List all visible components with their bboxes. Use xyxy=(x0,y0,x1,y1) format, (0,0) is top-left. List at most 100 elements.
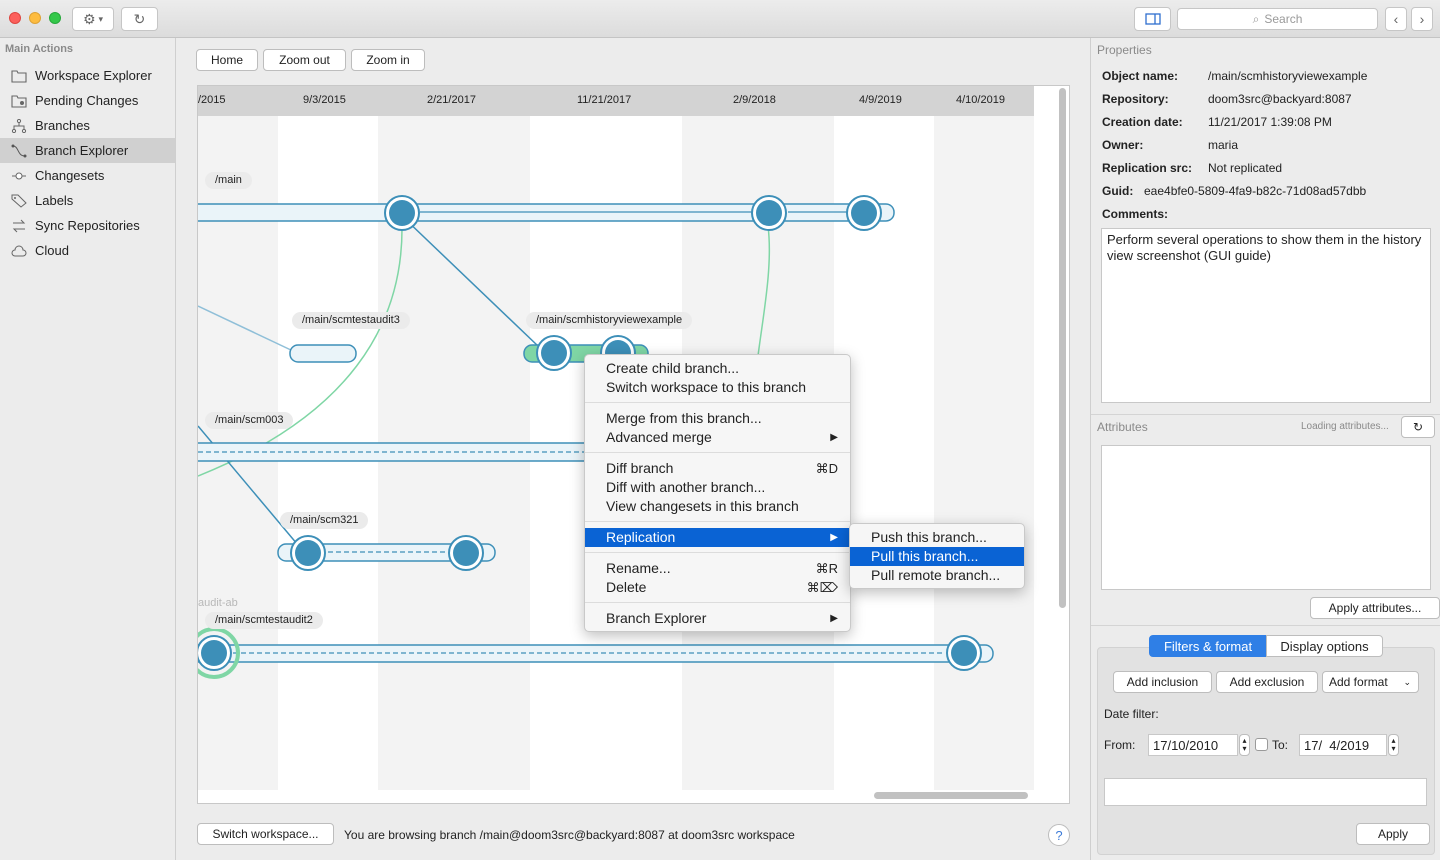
prop-comments: Comments: xyxy=(1102,207,1168,221)
branch-label-scm003[interactable]: /main/scm003 xyxy=(205,412,294,429)
changeset-node[interactable] xyxy=(290,535,326,571)
refresh-button[interactable]: ↻ xyxy=(121,7,158,31)
switch-workspace-button[interactable]: Switch workspace... xyxy=(197,823,334,845)
date-label: 4/10/2019 xyxy=(956,94,1005,106)
prop-creation-date: Creation date:11/21/2017 1:39:08 PM xyxy=(1102,115,1332,129)
branch-context-menu: Create child branch... Switch workspace … xyxy=(584,354,851,632)
horizontal-scrollbar-thumb[interactable] xyxy=(874,792,1028,799)
folder-icon xyxy=(11,69,27,83)
stepper-up-icon: ▴ xyxy=(1242,736,1247,745)
branch-explorer-icon xyxy=(11,144,27,157)
sidebar-item-changesets[interactable]: Changesets xyxy=(0,163,175,188)
add-exclusion-button[interactable]: Add exclusion xyxy=(1216,671,1318,693)
menu-item-diff-branch[interactable]: Diff branch⌘D xyxy=(585,459,850,478)
menu-item-advanced-merge[interactable]: Advanced merge▶ xyxy=(585,428,850,447)
sidebar-item-label: Workspace Explorer xyxy=(35,68,152,83)
add-format-select[interactable]: Add format⌄ xyxy=(1322,671,1419,693)
close-window-button[interactable] xyxy=(9,12,21,24)
prop-object-name: Object name:/main/scmhistoryviewexample xyxy=(1102,69,1367,83)
sidebar-item-branch-explorer[interactable]: Branch Explorer xyxy=(0,138,175,163)
from-date-input[interactable]: 17/10/2010 xyxy=(1148,734,1238,756)
from-date-stepper[interactable]: ▴▾ xyxy=(1239,734,1250,756)
comments-textarea[interactable]: Perform several operations to show them … xyxy=(1101,228,1431,403)
sync-arrows-icon xyxy=(12,219,26,232)
sidebar-item-workspace-explorer[interactable]: Workspace Explorer xyxy=(0,63,175,88)
menu-item-delete[interactable]: Delete⌘⌦ xyxy=(585,578,850,597)
menu-item-view-changesets[interactable]: View changesets in this branch xyxy=(606,498,799,514)
sidebar-item-pending-changes[interactable]: Pending Changes xyxy=(0,88,175,113)
attributes-box[interactable] xyxy=(1101,445,1431,590)
refresh-attributes-button[interactable]: ↻ xyxy=(1401,416,1435,438)
properties-title: Properties xyxy=(1097,43,1152,57)
zoom-window-button[interactable] xyxy=(49,12,61,24)
submenu-arrow-icon: ▶ xyxy=(830,432,838,443)
date-label: 11/21/2017 xyxy=(577,94,632,106)
changeset-node[interactable] xyxy=(536,335,572,371)
date-column-stripe xyxy=(934,116,1034,790)
branch-link xyxy=(198,305,294,352)
prop-label: Owner: xyxy=(1102,138,1144,152)
sidebar-item-cloud[interactable]: Cloud xyxy=(0,238,175,263)
changeset-node[interactable] xyxy=(448,535,484,571)
shortcut-label: ⌘D xyxy=(815,461,838,476)
sidebar-item-label: Sync Repositories xyxy=(35,218,140,233)
home-button[interactable]: Home xyxy=(196,49,258,71)
minimize-window-button[interactable] xyxy=(29,12,41,24)
changeset-node[interactable] xyxy=(846,195,882,231)
back-button[interactable]: ‹ xyxy=(1385,7,1407,31)
branch-link xyxy=(757,225,771,357)
zoom-out-button[interactable]: Zoom out xyxy=(263,49,346,71)
to-date-stepper[interactable]: ▴▾ xyxy=(1388,734,1399,756)
apply-filters-button[interactable]: Apply xyxy=(1356,823,1430,845)
branch-label-scmtestaudit3[interactable]: /main/scmtestaudit3 xyxy=(292,312,410,329)
search-input[interactable]: ⌕Search xyxy=(1177,8,1378,30)
changeset-node[interactable] xyxy=(198,627,240,679)
menu-item-switch-workspace[interactable]: Switch workspace to this branch xyxy=(606,379,806,395)
help-button[interactable]: ? xyxy=(1048,824,1070,846)
stepper-down-icon: ▾ xyxy=(1391,744,1396,753)
add-inclusion-button[interactable]: Add inclusion xyxy=(1113,671,1212,693)
changeset-node[interactable] xyxy=(751,195,787,231)
branch-label-main[interactable]: /main xyxy=(205,172,252,189)
branch-label-scmtestaudit2[interactable]: /main/scmtestaudit2 xyxy=(205,612,323,629)
menu-item-pull-remote-branch[interactable]: Pull remote branch... xyxy=(871,567,1001,583)
to-date-checkbox[interactable] xyxy=(1255,738,1268,751)
sidebar-item-branches[interactable]: Branches xyxy=(0,113,175,138)
menu-item-pull-branch[interactable]: Pull this branch... xyxy=(850,547,1024,566)
prop-label: Object name: xyxy=(1102,69,1179,83)
zoom-in-button[interactable]: Zoom in xyxy=(351,49,425,71)
changeset-node[interactable] xyxy=(946,635,982,671)
menu-item-create-child-branch[interactable]: Create child branch... xyxy=(606,360,740,376)
help-icon: ? xyxy=(1055,827,1063,843)
menu-item-rename[interactable]: Rename...⌘R xyxy=(585,559,850,578)
sidebar-item-label: Pending Changes xyxy=(35,93,139,108)
prop-owner: Owner:maria xyxy=(1102,138,1238,152)
toggle-panel-button[interactable] xyxy=(1134,7,1171,31)
to-date-input[interactable]: 17/ 4/2019 xyxy=(1299,734,1387,756)
from-label: From: xyxy=(1104,738,1136,752)
menu-item-replication[interactable]: Replication▶ xyxy=(585,528,850,547)
date-label: 2/21/2017 xyxy=(427,94,476,106)
changeset-node[interactable] xyxy=(384,195,420,231)
submenu-arrow-icon: ▶ xyxy=(830,613,838,624)
sidebar-item-sync-repositories[interactable]: Sync Repositories xyxy=(0,213,175,238)
menu-item-merge-from-branch[interactable]: Merge from this branch... xyxy=(606,410,762,426)
tab-filters-format[interactable]: Filters & format xyxy=(1149,635,1267,657)
vertical-scrollbar-thumb[interactable] xyxy=(1059,88,1066,608)
refresh-icon: ↻ xyxy=(133,10,146,27)
faded-branch-label: audit-ab xyxy=(198,597,238,609)
menu-item-branch-explorer[interactable]: Branch Explorer▶ xyxy=(585,609,850,628)
search-placeholder: Search xyxy=(1264,12,1303,26)
filter-text-input[interactable] xyxy=(1104,778,1427,806)
branch-explorer-canvas[interactable]: /2015 9/3/2015 2/21/2017 11/21/2017 2/9/… xyxy=(197,85,1070,804)
tab-display-options[interactable]: Display options xyxy=(1266,635,1383,657)
menu-item-diff-another-branch[interactable]: Diff with another branch... xyxy=(606,479,766,495)
branch-label-scmhistoryviewexample[interactable]: /main/scmhistoryviewexample xyxy=(526,312,693,329)
settings-menu-button[interactable]: ⚙▾ xyxy=(72,7,114,31)
branch-label-scm321[interactable]: /main/scm321 xyxy=(280,512,369,529)
forward-button[interactable]: › xyxy=(1411,7,1433,31)
apply-attributes-button[interactable]: Apply attributes... xyxy=(1310,597,1440,619)
menu-item-push-branch[interactable]: Push this branch... xyxy=(871,529,987,545)
refresh-icon: ↻ xyxy=(1412,420,1424,434)
sidebar-item-labels[interactable]: Labels xyxy=(0,188,175,213)
